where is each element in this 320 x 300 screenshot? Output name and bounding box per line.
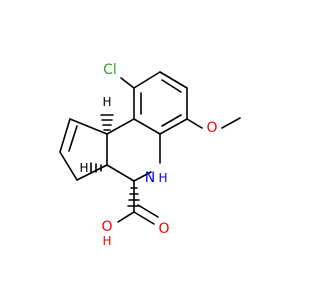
hash-bond-c9a-h (100, 114, 114, 131)
bond-c8-c7-double (161, 79, 182, 93)
bond-c9b-c9a (106, 118, 135, 135)
bond-c1-c2 (59, 118, 71, 153)
nitrogen-hydrogen-label: H (158, 171, 167, 185)
bond-c4-n (133, 171, 152, 182)
bond-c9a-c1 (69, 118, 108, 135)
hydroxyl-oxygen-label: O (101, 219, 112, 235)
carbonyl-oxygen-label: O (158, 221, 169, 237)
bond-c1-c2-double (68, 125, 78, 152)
hash-bond-c4-cooh (127, 187, 141, 207)
bond-c-o-carbonyl (133, 211, 155, 225)
hydroxyl-hydrogen-label: H (102, 234, 111, 248)
background (0, 0, 300, 300)
chlorine-label: Cl (103, 62, 117, 78)
bond-o-ch3 (221, 117, 241, 129)
methoxy-oxygen-label: O (206, 120, 217, 136)
upper-stereo-hydrogen-label: H (102, 95, 111, 109)
bond-c3-c3a (76, 164, 108, 181)
benzene-ring (133, 71, 188, 135)
structure-diagram: Cl O N H H H O O H (0, 0, 300, 300)
bond-c6-c5a-double (161, 114, 182, 127)
bond-c9-c8 (133, 71, 161, 89)
bond-c8-c7 (159, 71, 188, 89)
bond-c3a-c4 (106, 164, 135, 182)
nitrogen-label: N (145, 170, 155, 186)
bond-c9-cl (120, 77, 135, 89)
bond-c5a-c9b (133, 118, 161, 135)
bond-c-oh (117, 211, 135, 223)
bond-c6-o (186, 118, 203, 129)
bond-c6-c5a (159, 118, 188, 135)
hash-bond-c3a-h (90, 162, 102, 174)
bond-c2-c3 (59, 151, 78, 181)
molecule-canvas: Cl O N H H H O O H (0, 0, 300, 300)
lower-stereo-hydrogen-label: H (79, 161, 88, 175)
bond-c-o-carbonyl-double (137, 204, 159, 218)
